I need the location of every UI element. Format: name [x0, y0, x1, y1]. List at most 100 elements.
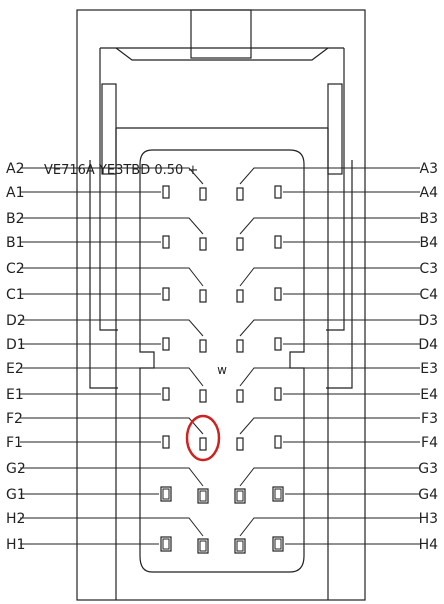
pin-contact — [199, 237, 207, 251]
leader-line-left-upper — [20, 367, 204, 387]
pin-label-a2: A2 — [6, 161, 24, 177]
pin-label-d2: D2 — [6, 313, 26, 329]
pin-label-b4: B4 — [419, 235, 438, 251]
pin-label-a1: A1 — [6, 185, 24, 201]
pin-label-f2: F2 — [6, 411, 23, 427]
pin-label-e3: E3 — [420, 361, 438, 377]
pin-label-b3: B3 — [419, 211, 438, 227]
pin-label-d1: D1 — [6, 337, 26, 353]
pin-contact — [236, 237, 244, 251]
pin-contact — [236, 339, 244, 353]
leader-line-right-upper — [239, 517, 420, 537]
pin-contact — [160, 486, 172, 502]
pin-contact-inner — [274, 488, 282, 500]
pin-contact — [234, 538, 246, 554]
pin-label-c2: C2 — [6, 261, 25, 277]
pin-contact — [272, 486, 284, 502]
pin-contact — [236, 187, 244, 201]
pin-contact — [236, 389, 244, 403]
pin-contact-inner — [199, 490, 207, 502]
pin-contact — [274, 387, 282, 401]
pin-contact-inner — [199, 540, 207, 552]
pin-cavity-outline — [139, 149, 305, 573]
pin-label-f3: F3 — [421, 411, 438, 427]
pin-label-a4: A4 — [420, 185, 439, 201]
pin-contact — [274, 337, 282, 351]
pin-contact — [162, 337, 170, 351]
inner-frame-left — [99, 48, 118, 331]
pin-label-f4: F4 — [421, 435, 438, 451]
leader-line-right-upper — [239, 467, 420, 487]
leader-line-left-upper — [20, 319, 204, 337]
pin-contact — [162, 435, 170, 449]
right-rail — [326, 160, 353, 389]
pin-contact — [199, 289, 207, 303]
pin-label-c4: C4 — [419, 287, 438, 303]
leader-line-left-upper — [20, 217, 204, 235]
pin-contact — [160, 536, 172, 552]
pin-contact — [236, 289, 244, 303]
pin-contact — [199, 339, 207, 353]
pin-label-g1: G1 — [6, 487, 26, 503]
pin-contact-inner — [162, 538, 170, 550]
pin-contact — [234, 488, 246, 504]
part-number-text: VE716A YE3TBD 0.50 + — [44, 163, 198, 178]
pin-label-h3: H3 — [419, 511, 438, 527]
leader-line-left-upper — [20, 517, 204, 537]
pin-label-e1: E1 — [6, 387, 24, 403]
top-latch — [190, 9, 252, 59]
leader-line-right-upper — [239, 367, 420, 387]
pin-contact — [199, 437, 207, 451]
pin-label-g3: G3 — [418, 461, 438, 477]
pin-contact — [197, 488, 209, 504]
pin-contact — [274, 235, 282, 249]
leader-line-left-upper — [20, 467, 204, 487]
leader-line-right-upper — [239, 417, 420, 435]
pin-label-e4: E4 — [420, 387, 438, 403]
leader-line-right-upper — [239, 167, 420, 185]
pin-contact-inner — [162, 488, 170, 500]
leader-line-left-upper — [20, 417, 204, 435]
pin-contact — [162, 185, 170, 199]
left-notch — [101, 83, 117, 175]
pin-contact — [162, 235, 170, 249]
pin-label-b1: B1 — [6, 235, 25, 251]
pin-contact — [274, 185, 282, 199]
pin-label-e2: E2 — [6, 361, 24, 377]
pin-label-c1: C1 — [6, 287, 25, 303]
leader-line-right-upper — [239, 319, 420, 337]
polarization-mark: w — [217, 363, 227, 377]
right-notch — [327, 83, 343, 175]
pin-contact-inner — [236, 540, 244, 552]
pin-label-d3: D3 — [418, 313, 438, 329]
latch-ramp — [115, 47, 329, 61]
pin-label-d4: D4 — [418, 337, 438, 353]
pin-array — [160, 185, 284, 554]
pin-label-h1: H1 — [6, 537, 25, 553]
pin-contact — [272, 536, 284, 552]
pin-contact — [162, 387, 170, 401]
pin-label-g2: G2 — [6, 461, 26, 477]
pin-contact-inner — [274, 538, 282, 550]
leader-line-left-upper — [20, 167, 204, 185]
left-rail — [89, 160, 118, 389]
pin-contact — [197, 538, 209, 554]
pin-contact — [162, 287, 170, 301]
pin-contact — [274, 435, 282, 449]
pin-label-h2: H2 — [6, 511, 25, 527]
pin-label-c3: C3 — [419, 261, 438, 277]
leader-line-right-upper — [239, 217, 420, 235]
pin-contact — [199, 187, 207, 201]
inner-frame-right — [326, 48, 345, 331]
leader-lines — [20, 167, 420, 545]
pin-label-a3: A3 — [420, 161, 438, 177]
leader-line-right-upper — [239, 267, 420, 287]
outer-frame — [76, 9, 366, 601]
pin-label-g4: G4 — [418, 487, 438, 503]
pin-contact — [274, 287, 282, 301]
highlight-circle — [185, 414, 221, 462]
pin-label-b2: B2 — [6, 211, 25, 227]
pin-label-f1: F1 — [6, 435, 23, 451]
